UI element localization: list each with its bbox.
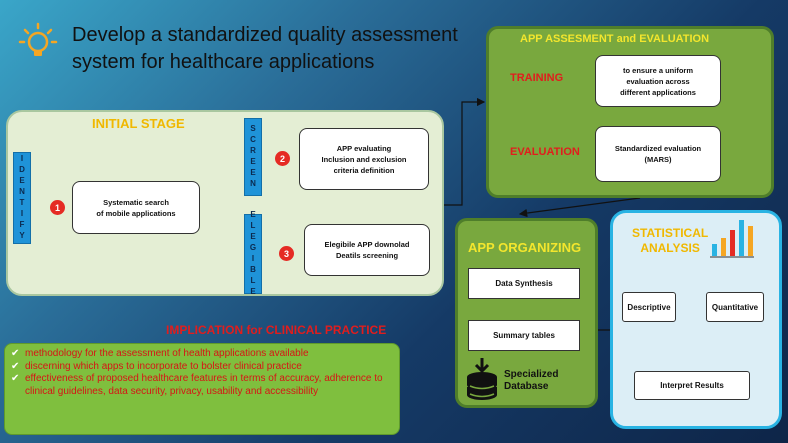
check-icon: ✔ — [11, 348, 20, 359]
check-icon: ✔ — [11, 360, 20, 372]
interpret-results-box: Interpret Results — [634, 371, 750, 400]
database-download-icon — [464, 358, 500, 404]
step-number-2: 2 — [275, 151, 290, 166]
app-evaluating-box: APP evaluating Inclusion and exclusion c… — [299, 128, 429, 190]
page-title: Develop a standardized quality assessmen… — [72, 24, 458, 73]
identify-bar: IDENTIFY — [13, 152, 31, 244]
bar-chart-icon — [710, 214, 754, 260]
check-icon: ✔ — [11, 373, 20, 384]
descriptive-box: Descriptive — [622, 292, 676, 322]
arrow-assessment-to-organizing — [518, 197, 641, 218]
implication-panel: ✔ methodology for the assessment of healt… — [4, 343, 400, 435]
evaluation-box: Standardized evaluation (MARS) — [595, 126, 721, 182]
specialized-database-label: Specialized Database — [504, 369, 559, 392]
arrow-initial-to-assessment — [444, 97, 486, 206]
evaluation-label: EVALUATION — [510, 146, 580, 158]
quantitative-box: Quantitative — [706, 292, 764, 322]
statistical-title: STATISTICAL ANALYSIS — [632, 226, 709, 255]
implication-item: ✔ discerning which apps to incorporate to… — [11, 361, 393, 374]
training-label: TRAINING — [510, 72, 564, 84]
implication-item-text: discerning which apps to incorporate to … — [25, 360, 302, 372]
screen-bar: SCREEN — [244, 118, 262, 196]
summary-tables-box: Summary tables — [468, 320, 580, 351]
implication-item-text: methodology for the assessment of health… — [25, 348, 309, 359]
assessment-title: APP ASSESMENT and EVALUATION — [520, 33, 710, 45]
implication-item-text: effectiveness of proposed healthcare fea… — [25, 373, 383, 397]
implication-item: ✔ effectiveness of proposed healthcare fe… — [11, 373, 393, 398]
eligible-download-box: Elegibile APP downolad Deatils screening — [304, 224, 430, 276]
eligible-bar: ELEGIBLE — [244, 210, 262, 298]
initial-stage-title: INITIAL STAGE — [92, 116, 185, 131]
step-number-1: 1 — [50, 200, 65, 215]
implication-title: IMPLICATION for CLINICAL PRACTICE — [166, 323, 387, 337]
lightbulb-icon — [18, 22, 58, 62]
implication-item: ✔ methodology for the assessment of healt… — [11, 348, 393, 361]
organizing-title: APP ORGANIZING — [468, 240, 582, 255]
step-number-3: 3 — [279, 246, 294, 261]
data-synthesis-box: Data Synthesis — [468, 268, 580, 299]
systematic-search-box: Systematic search of mobile applications — [72, 181, 200, 234]
assessment-panel — [486, 26, 774, 198]
training-box: to ensure a uniform evaluation across di… — [595, 55, 721, 107]
